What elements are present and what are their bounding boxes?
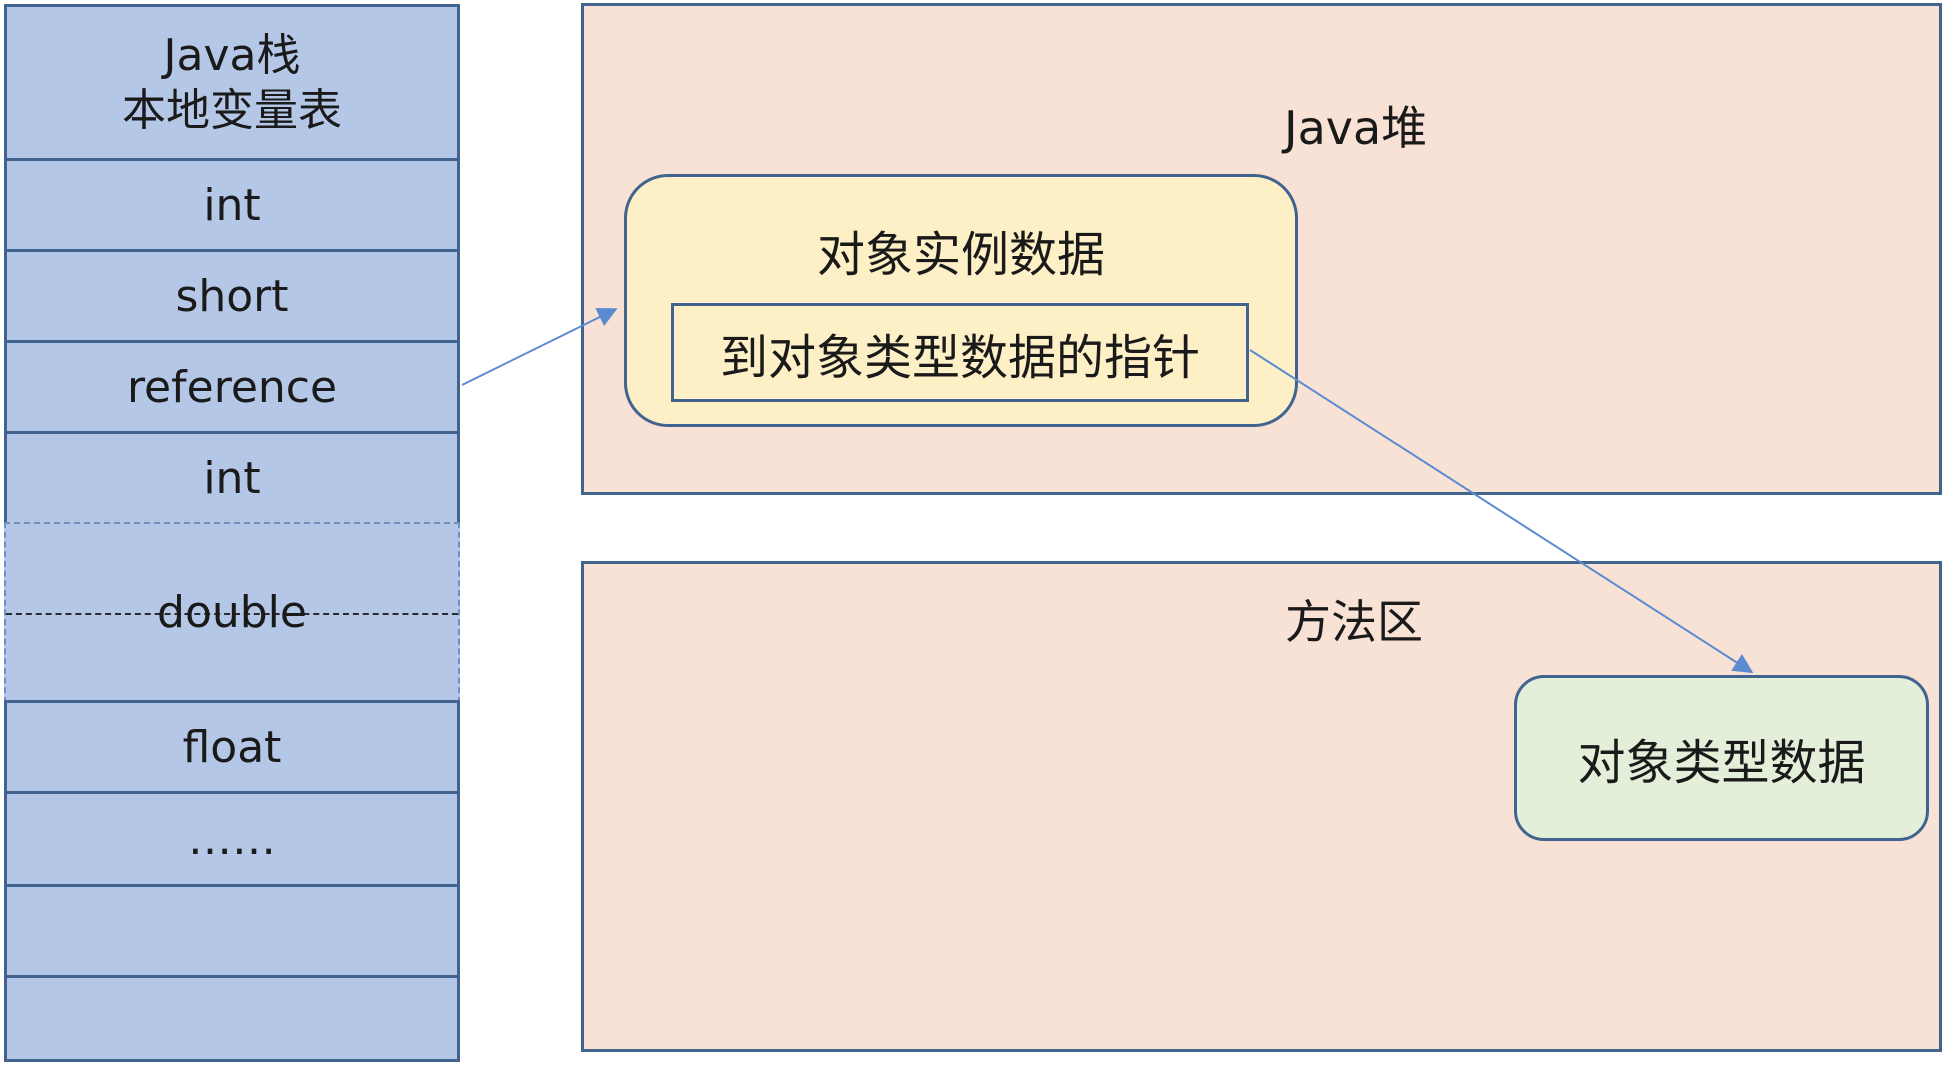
- stack-slot-float: float: [4, 700, 460, 794]
- stack-slot-label: int: [203, 452, 261, 504]
- type-data-pointer-box: 到对象类型数据的指针: [671, 303, 1249, 402]
- object-type-data-label: 对象类型数据: [1577, 735, 1866, 791]
- stack-slot-label: double: [157, 587, 307, 638]
- java-heap-title: Java堆: [1284, 101, 1428, 155]
- stack-slot-short: short: [4, 249, 460, 343]
- local-variable-table-title: 本地变量表: [122, 84, 342, 136]
- stack-slot-label: reference: [126, 361, 338, 413]
- stack-slot-label: float: [182, 721, 282, 773]
- stack-slot-label: int: [203, 179, 261, 231]
- stack-slot-ellipsis: ……: [4, 791, 460, 887]
- stack-slot-empty: [4, 975, 460, 1062]
- stack-slot-double: double: [4, 522, 460, 703]
- java-heap-region: Java堆 对象实例数据 到对象类型数据的指针: [581, 3, 1942, 495]
- stack-slot-label: ……: [188, 813, 276, 865]
- stack-slot-int-2: int: [4, 431, 460, 525]
- java-stack: Java栈 本地变量表 int short reference int doub…: [4, 4, 460, 1062]
- stack-slot-empty: [4, 884, 460, 978]
- stack-slot-label: short: [175, 270, 289, 322]
- method-area-title: 方法区: [1285, 595, 1423, 649]
- object-instance-data-title: 对象实例数据: [816, 227, 1105, 283]
- type-data-pointer-label: 到对象类型数据的指针: [719, 329, 1200, 386]
- stack-title: Java栈: [163, 29, 301, 81]
- object-type-data-box: 对象类型数据: [1514, 675, 1929, 841]
- stack-slot-int: int: [4, 158, 460, 252]
- method-area-region: 方法区 对象类型数据: [581, 561, 1942, 1052]
- stack-header: Java栈 本地变量表: [4, 4, 460, 161]
- double-slot-divider: [6, 612, 458, 615]
- object-instance-data-box: 对象实例数据 到对象类型数据的指针: [624, 174, 1298, 427]
- stack-slot-reference: reference: [4, 340, 460, 434]
